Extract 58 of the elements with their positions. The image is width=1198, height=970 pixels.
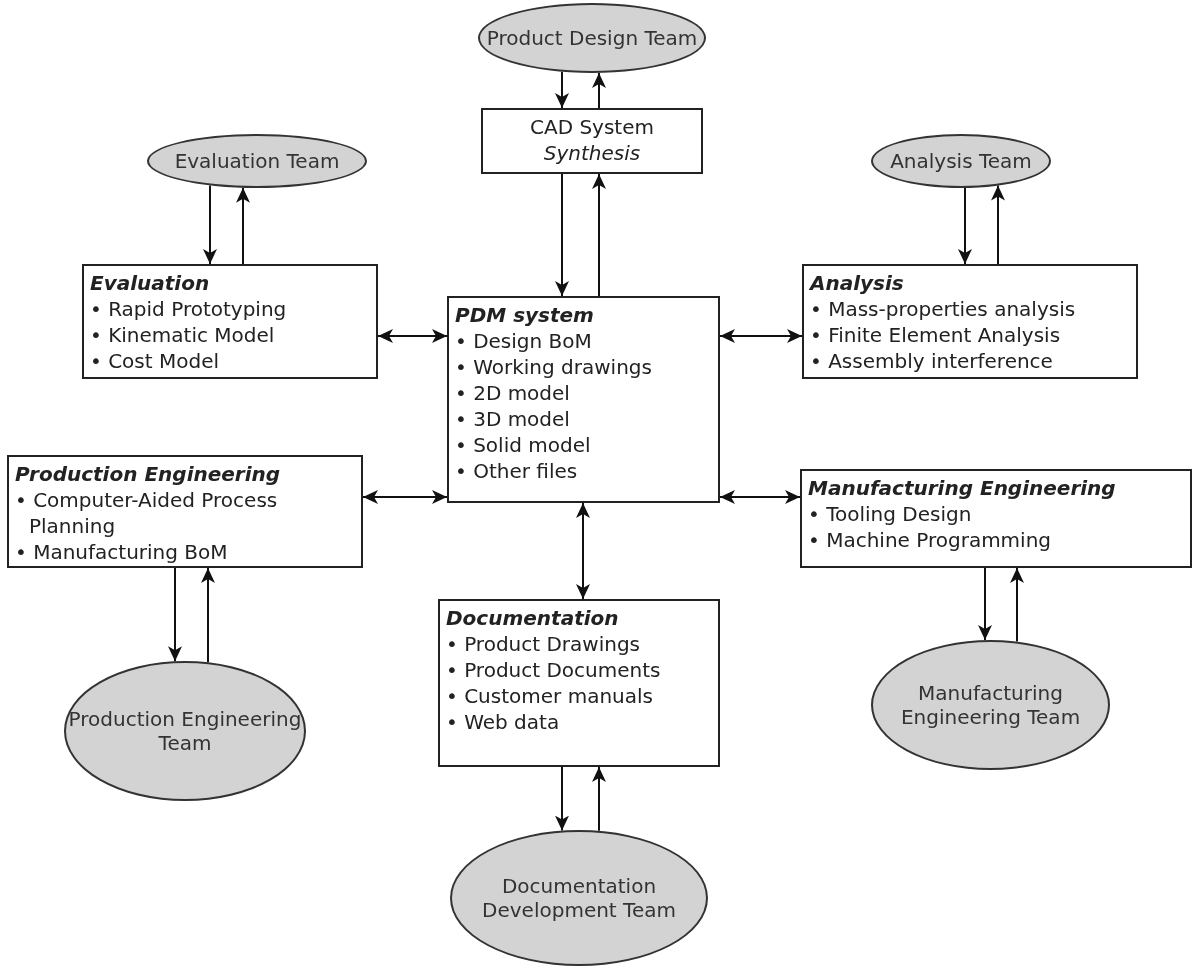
process-box	[82, 264, 378, 379]
double-arrow	[719, 490, 801, 504]
node-label: Evaluation Team	[174, 149, 340, 173]
box-heading: PDM system	[455, 302, 595, 328]
double-arrow	[719, 329, 803, 343]
node-label: Documentation Development Team	[481, 874, 677, 922]
list-item: • Manufacturing BoM	[15, 539, 229, 565]
arrow	[201, 567, 215, 664]
list-item: • Computer-Aided Process Planning	[15, 487, 279, 539]
list-item: • Rapid Prototyping	[90, 296, 288, 322]
list-item: • 3D model	[455, 406, 571, 432]
process-box	[800, 469, 1192, 568]
list-item: • Machine Programming	[808, 527, 1053, 553]
node-label: Manufacturing Engineering Team	[899, 681, 1082, 729]
node-label: Analysis Team	[890, 149, 1032, 173]
arrow	[592, 71, 606, 109]
list-item: • Assembly interference	[810, 348, 1054, 374]
list-item: • Tooling Design	[808, 501, 973, 527]
double-arrow	[362, 490, 448, 504]
process-box	[802, 264, 1138, 379]
node-label: Production Engineering Team	[67, 707, 303, 755]
list-item: • Solid model	[455, 432, 592, 458]
box-heading: Evaluation	[90, 270, 211, 296]
node-label: Product Design Team	[486, 26, 698, 50]
node-label: CAD System	[529, 114, 655, 140]
process-box	[447, 296, 720, 503]
box-heading: Documentation	[446, 605, 620, 631]
list-item: • 2D model	[455, 380, 571, 406]
list-item: • Finite Element Analysis	[810, 322, 1062, 348]
box-heading: Production Engineering	[15, 461, 282, 487]
arrow	[592, 766, 606, 832]
list-item: • Working drawings	[455, 354, 653, 380]
list-item: • Other files	[455, 458, 579, 484]
arrow	[592, 173, 606, 297]
arrow	[555, 70, 569, 109]
arrow	[236, 186, 250, 265]
double-arrow	[377, 329, 448, 343]
list-item: • Kinematic Model	[90, 322, 276, 348]
process-box	[7, 455, 363, 568]
subtitle: Synthesis	[542, 140, 642, 166]
arrow	[168, 567, 182, 663]
arrow	[555, 766, 569, 832]
list-item: • Cost Model	[90, 348, 221, 374]
arrow	[1010, 567, 1024, 643]
double-arrow	[576, 502, 590, 600]
box-heading: Manufacturing Engineering	[808, 475, 1117, 501]
list-item: • Product Drawings	[446, 631, 642, 657]
process-box	[438, 599, 720, 767]
list-item: • Design BoM	[455, 328, 593, 354]
list-item: • Web data	[446, 709, 561, 735]
arrow	[555, 173, 569, 297]
list-item: • Customer manuals	[446, 683, 654, 709]
box-heading: Analysis	[810, 270, 905, 296]
arrow	[958, 186, 972, 265]
process-box	[481, 108, 703, 174]
arrow	[978, 567, 992, 642]
list-item: • Product Documents	[446, 657, 662, 683]
list-item: • Mass-properties analysis	[810, 296, 1077, 322]
